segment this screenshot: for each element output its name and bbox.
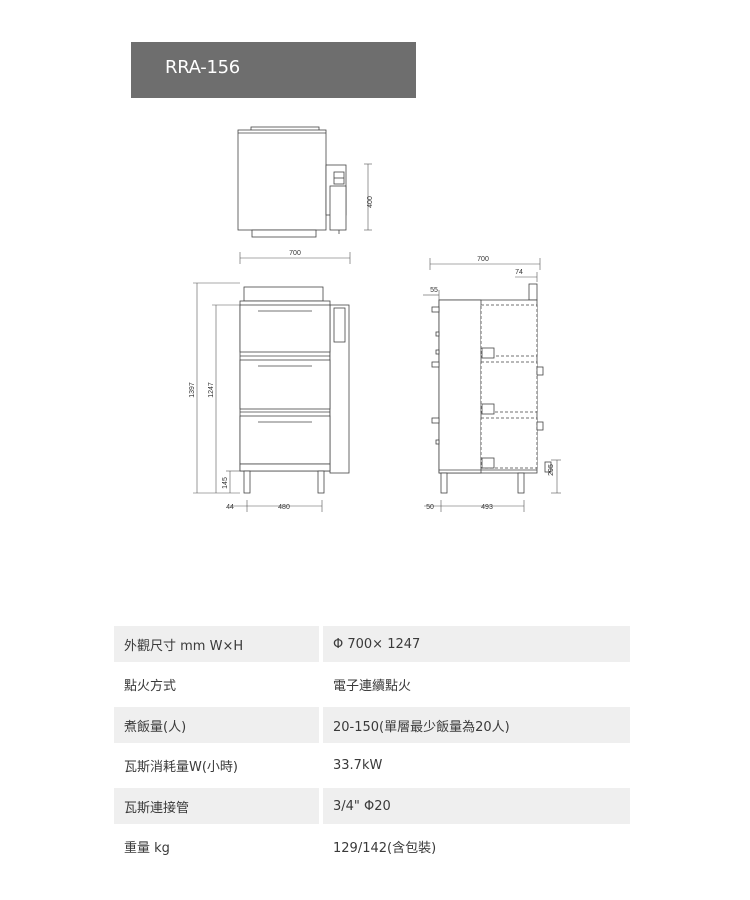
spec-row: 煮飯量(人) 20-150(單層最少飯量為20人) bbox=[114, 707, 630, 744]
technical-drawing: 400 700 1397 1247 145 44 480 700 74 55 2… bbox=[189, 126, 561, 512]
dim-front-leg-span: 480 bbox=[278, 504, 290, 511]
dim-front-leg-height: 145 bbox=[222, 477, 229, 489]
dim-side-pipe-height: 295 bbox=[548, 464, 555, 476]
dim-side-leg-span: 493 bbox=[481, 504, 493, 511]
spec-value: 129/142(含包裝) bbox=[333, 841, 437, 857]
spec-value: 3/4" Φ20 bbox=[323, 788, 630, 825]
dim-front-total-height: 1397 bbox=[189, 382, 196, 398]
spec-row: 點火方式 電子連續點火 bbox=[114, 667, 630, 703]
dim-side-leg-offset: 50 bbox=[426, 504, 434, 511]
spec-value: 20-150(單層最少飯量為20人) bbox=[323, 707, 630, 744]
spec-label: 外觀尺寸 mm W×H bbox=[114, 626, 319, 662]
model-name: RRA-156 bbox=[165, 57, 240, 78]
model-banner: RRA-156 bbox=[131, 42, 416, 98]
front-view bbox=[239, 286, 350, 494]
spec-value: 電子連續點火 bbox=[333, 679, 412, 695]
spec-row: 瓦斯連接管 3/4" Φ20 bbox=[114, 788, 630, 825]
dim-side-rear: 74 bbox=[515, 269, 523, 276]
dim-top-depth: 400 bbox=[367, 196, 374, 208]
spec-label: 瓦斯消耗量W(小時) bbox=[124, 760, 238, 776]
dim-side-front: 55 bbox=[430, 287, 438, 294]
spec-label: 點火方式 bbox=[124, 679, 177, 695]
spec-label: 瓦斯連接管 bbox=[114, 788, 319, 825]
spec-table: 外觀尺寸 mm W×H Φ 700× 1247 點火方式 電子連續點火 煮飯量(… bbox=[114, 626, 630, 870]
spec-row: 瓦斯消耗量W(小時) 33.7kW bbox=[114, 748, 630, 784]
spec-row: 外觀尺寸 mm W×H Φ 700× 1247 bbox=[114, 626, 630, 662]
spec-label: 重量 kg bbox=[124, 841, 170, 857]
top-view bbox=[237, 126, 347, 238]
spec-label: 煮飯量(人) bbox=[114, 707, 319, 744]
dim-side-width: 700 bbox=[477, 256, 489, 263]
dim-front-width: 700 bbox=[289, 250, 301, 257]
spec-row: 重量 kg 129/142(含包裝) bbox=[114, 829, 630, 865]
dim-front-left-offset: 44 bbox=[226, 504, 234, 511]
dim-front-body-height: 1247 bbox=[208, 382, 215, 398]
spec-value: Φ 700× 1247 bbox=[323, 626, 630, 662]
spec-value: 33.7kW bbox=[333, 758, 383, 774]
side-view bbox=[431, 283, 552, 494]
